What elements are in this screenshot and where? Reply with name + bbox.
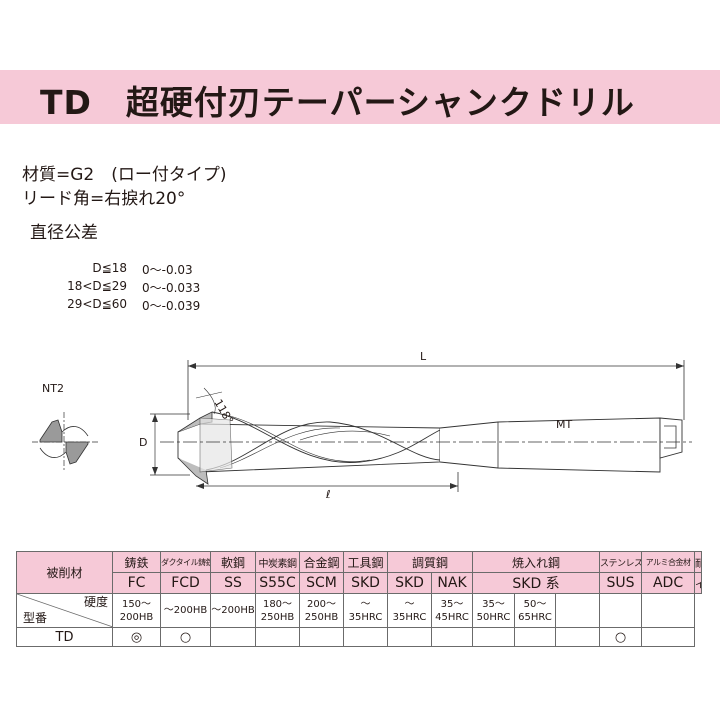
group-header: 調質鋼 [386,551,474,573]
corner-top-cell: 被削材 [16,551,113,594]
code-cell: SS [210,572,256,594]
hardness-cell: ～35HRC [343,593,388,628]
drill-body: 118° [177,387,441,485]
group-header: ダクタイル鋳鉄 [160,551,211,573]
group-header: 軟鋼 [210,551,256,573]
hardness-cell: ～200HB [210,593,256,628]
end-view-label: NT2 [42,382,64,395]
mark-cell [387,627,432,647]
corner-cell: 硬度 型番 [16,593,113,628]
corner-diagonal [17,594,112,627]
mark-cell [210,627,256,647]
lead-angle-spec: リード角=右捩れ20° [22,189,186,209]
taper-shank: MT [439,417,683,473]
hardness-cell: ～35HRC [387,593,432,628]
hardness-cell: 200～250HB [299,593,344,628]
group-header: 中炭素鋼 [255,551,300,573]
hardness-cell: 180～250HB [255,593,300,628]
hardness-cell: ～200HB [160,593,211,628]
model-cell: TD [16,627,113,647]
table-row: TD ◎ ○ ○ [16,627,702,647]
hardness-cell [641,593,696,628]
mark-cell: ◎ [112,627,161,647]
mark-cell [299,627,344,647]
mark-cell [514,627,557,647]
group-header: 工具鋼 [343,551,388,573]
mark-cell [343,627,388,647]
mark-cell [472,627,516,647]
group-header: 焼入れ鋼 [472,551,601,573]
material-spec: 材質=G2 (ロー付タイプ) [22,165,227,185]
flute-length-label: ℓ [325,488,331,501]
mark-cell [555,627,601,647]
group-header: ステンレス [599,551,643,573]
mark-cell: ○ [599,627,643,647]
hardness-label: 硬度 [83,595,108,609]
code-cell: FCD [160,572,211,594]
mark-cell [430,627,474,647]
code-cell: SKD [343,572,388,594]
code-cell: SUS [599,572,643,594]
tolerance-heading: 直径公差 [30,223,98,243]
material-table: 被削材 鋳鉄 ダクタイル鋳鉄 軟鋼 中炭素鋼 合金鋼 工具鋼 調質鋼 焼入れ鋼 … [16,551,702,647]
code-cell: ADC [641,572,696,594]
group-header: 耐熱合金 [694,551,702,573]
code-cell: SCM [299,572,344,594]
hardness-cell: 35～50HRC [472,593,516,628]
page-title: TD 超硬付刃テーパーシャンクドリル [40,83,635,122]
mark-cell: ○ [160,627,211,647]
code-cell: S55C [255,572,300,594]
code-cell: NAK [430,572,474,594]
diameter-label: D [139,436,147,449]
code-cell: SKD [387,572,432,594]
hardness-cell [555,593,601,628]
shank-label: MT [556,418,572,431]
hardness-cell: 35～45HRC [430,593,474,628]
model-label: 型番 [23,611,48,625]
hardness-cell: 50～65HRC [514,593,557,628]
code-cell: FC [112,572,161,594]
hardness-cell: 150～200HB [112,593,161,628]
mark-cell [255,627,300,647]
drill-drawing: L NT2 D 118° MT [32,350,692,501]
code-cell: SKD 系 [472,572,601,594]
end-view [32,412,98,472]
mark-cell [641,627,696,647]
title-banner: TD 超硬付刃テーパーシャンクドリル [0,70,720,124]
group-header: 合金鋼 [299,551,344,573]
code-cell: インコネル [694,572,702,594]
hardness-cell [599,593,643,628]
length-label: L [420,350,427,363]
group-header: アルミ合金材 [641,551,696,573]
group-header: 鋳鉄 [112,551,161,573]
